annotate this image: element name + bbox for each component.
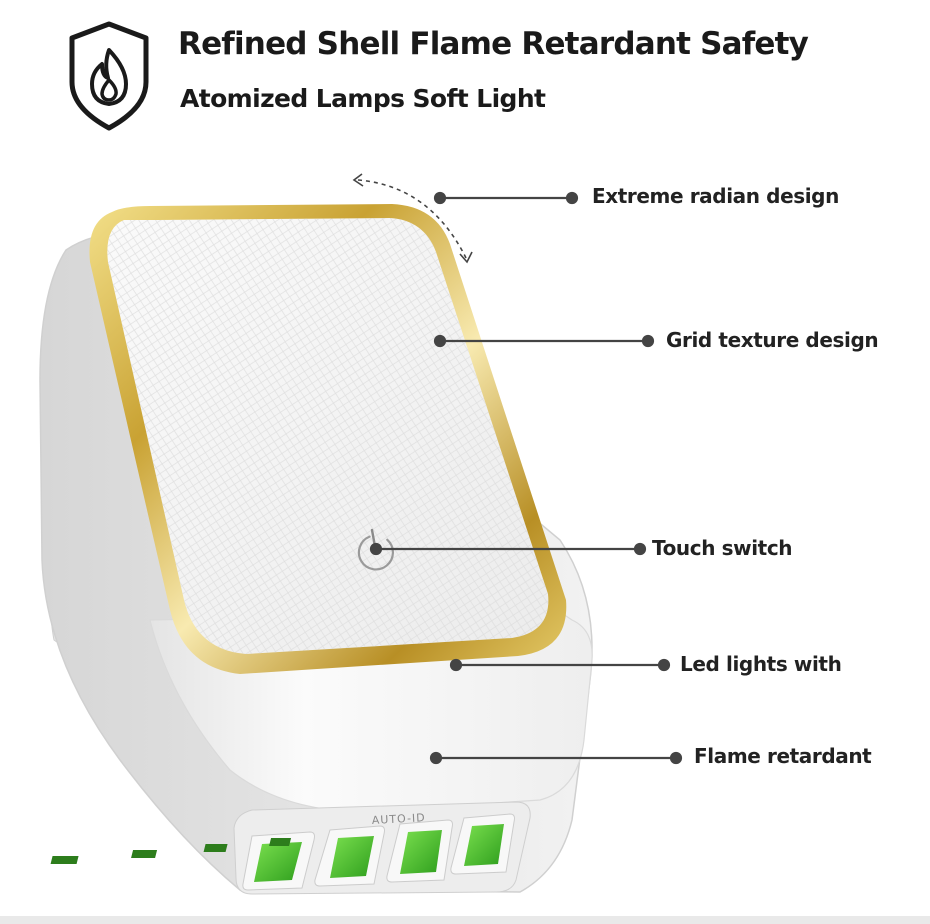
usb-port: [269, 813, 515, 875]
callout-grid-texture: Grid texture design: [666, 328, 879, 352]
page-subtitle: Atomized Lamps Soft Light: [180, 84, 546, 113]
usb-port: [50, 831, 315, 891]
curve-arrow-icon: [352, 173, 473, 264]
page-title: Refined Shell Flame Retardant Safety: [178, 26, 809, 62]
callout-led-lights: Led lights with: [680, 652, 842, 676]
callout-touch-switch: Touch switch: [652, 536, 793, 560]
usb-ports: [50, 813, 515, 891]
flame-shield-icon: [69, 21, 149, 131]
callout-flame-retardant: Flame retardant: [694, 744, 872, 768]
callout-extreme-radian: Extreme radian design: [592, 184, 839, 208]
usb-port: [203, 819, 453, 883]
usb-port: [131, 825, 385, 887]
callout-lines: [369, 191, 683, 765]
bottom-divider: [0, 916, 930, 924]
